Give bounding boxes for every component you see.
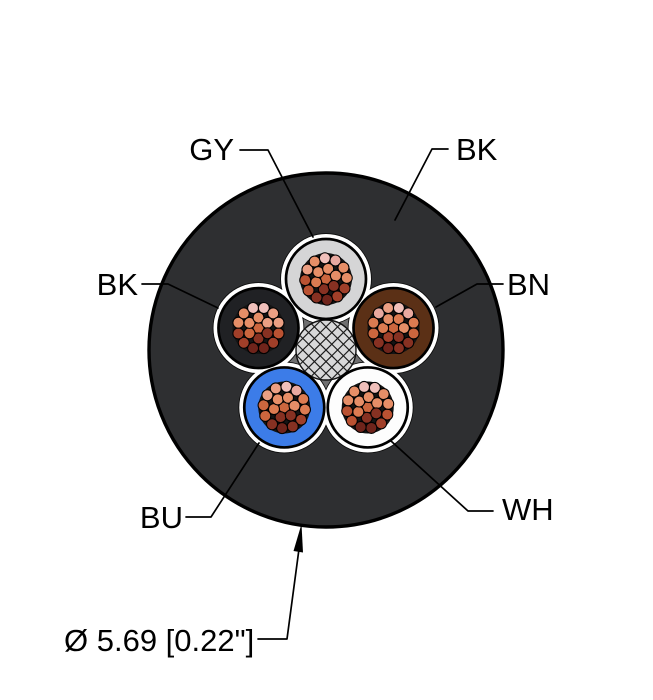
copper-strand — [269, 382, 282, 395]
dimension-label: Ø 5.69 [0.22"] — [64, 623, 254, 658]
label-wh: WH — [502, 492, 554, 527]
copper-strand — [310, 291, 323, 304]
copper-strand — [232, 327, 245, 340]
copper-strand — [302, 284, 315, 297]
copper-strand — [276, 422, 289, 435]
leader-lines — [141, 148, 504, 640]
copper-strand — [297, 392, 310, 406]
copper-strand — [367, 327, 380, 340]
copper-strand — [257, 342, 270, 355]
copper-strand — [358, 380, 371, 393]
copper-strand — [271, 393, 284, 406]
cable-artwork — [147, 171, 505, 529]
copper-strand — [362, 391, 375, 404]
copper-strand — [348, 385, 361, 398]
copper-strand — [331, 290, 344, 303]
copper-strand — [267, 307, 280, 320]
copper-strand — [321, 293, 334, 306]
dimension-leader-line — [257, 548, 300, 640]
leader-line-bk-jacket — [394, 148, 449, 221]
copper-strand — [237, 307, 250, 320]
copper-strand — [327, 279, 340, 292]
copper-strand — [397, 322, 410, 335]
copper-strand — [284, 409, 297, 422]
copper-strand — [377, 388, 390, 401]
copper-strand — [237, 336, 250, 349]
leader-line-wh — [390, 440, 494, 512]
copper-strand — [267, 336, 280, 349]
copper-strand — [354, 420, 367, 434]
copper-strand — [247, 342, 260, 355]
copper-strand — [375, 417, 388, 430]
conductor-bn — [352, 286, 435, 370]
copper-strand — [337, 261, 350, 274]
copper-strand — [365, 421, 378, 434]
copper-strand — [312, 266, 325, 279]
conductor-gy — [284, 237, 368, 321]
copper-strand — [286, 420, 299, 433]
copper-strand — [257, 301, 270, 314]
copper-strand — [322, 262, 335, 275]
copper-strand — [367, 316, 380, 329]
label-bk-core: BK — [97, 267, 139, 302]
copper-strand — [368, 381, 381, 394]
copper-strand — [280, 380, 293, 393]
copper-strand — [382, 342, 395, 355]
copper-strand — [257, 399, 270, 412]
copper-strand — [247, 301, 260, 314]
copper-strand — [392, 301, 405, 314]
copper-strand — [392, 342, 405, 355]
copper-strand — [341, 405, 354, 418]
leader-line-bn — [435, 283, 504, 308]
copper-strand — [318, 252, 331, 265]
copper-strand — [407, 316, 420, 329]
copper-strand — [266, 418, 279, 431]
copper-strand — [252, 332, 265, 345]
copper-strand — [407, 327, 420, 340]
copper-strand — [232, 316, 245, 329]
label-bk-jacket: BK — [456, 132, 498, 167]
copper-strand — [299, 274, 312, 287]
copper-strand — [308, 255, 321, 268]
copper-strand — [402, 336, 415, 349]
copper-strand — [382, 397, 395, 410]
copper-strand — [402, 307, 415, 320]
copper-strand — [290, 384, 303, 397]
conductor-wh — [326, 366, 410, 449]
conductor-bk — [217, 286, 300, 370]
copper-strand — [372, 336, 385, 349]
conductor-bu — [242, 366, 326, 449]
copper-strand — [342, 394, 355, 407]
copper-strand — [377, 322, 390, 335]
copper-strand — [298, 403, 311, 416]
copper-strand — [252, 311, 265, 324]
copper-strand — [372, 307, 385, 320]
copper-strand — [272, 316, 285, 329]
leader-line-bu — [185, 442, 260, 518]
leader-line-bk-core — [141, 283, 219, 309]
copper-strand — [370, 407, 383, 420]
copper-strand — [340, 271, 353, 284]
leader-line-gy — [239, 149, 314, 238]
dimension-arrowhead — [293, 524, 303, 553]
copper-strand — [329, 254, 342, 267]
copper-strand — [382, 301, 395, 314]
copper-strand — [301, 263, 314, 276]
copper-strand — [261, 389, 274, 402]
label-gy: GY — [189, 132, 234, 167]
copper-strand — [345, 414, 358, 427]
label-bn: BN — [507, 267, 550, 302]
copper-strand — [259, 409, 272, 422]
label-bu: BU — [140, 500, 183, 535]
